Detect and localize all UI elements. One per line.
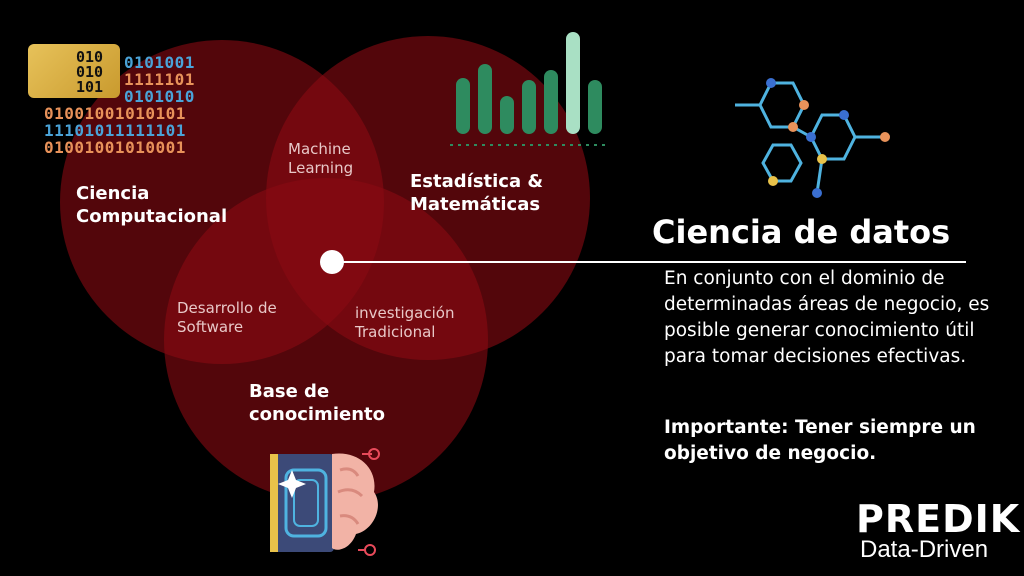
label-machine-learning: Machine Learning xyxy=(288,140,354,177)
page-title: Ciencia de datos xyxy=(652,213,951,251)
venn-circle-base-conocimiento xyxy=(164,178,488,502)
label-estadistica-matematicas: Estadística & Matemáticas xyxy=(410,171,544,215)
binary-row: 11101011111101 xyxy=(44,121,186,140)
binary-row: 0101010 xyxy=(124,87,195,106)
binary-row: 01001001010101 xyxy=(44,104,186,123)
molecule-network-icon xyxy=(735,78,890,198)
chip-icon xyxy=(28,44,120,98)
label-base-conocimiento: Base de conocimiento xyxy=(249,381,385,425)
binary-row: 0101001 xyxy=(124,53,195,72)
center-dot xyxy=(320,250,344,274)
logo-tagline: Data-Driven xyxy=(860,536,989,563)
label-investigacion-tradicional: investigación Tradicional xyxy=(355,304,455,341)
book-brain-icon xyxy=(270,448,380,556)
label-desarrollo-software: Desarrollo de Software xyxy=(177,299,277,336)
description-text: En conjunto con el dominio de determinad… xyxy=(664,268,990,367)
binary-row: 1111101 xyxy=(124,70,195,89)
bar-chart-icon xyxy=(450,32,605,146)
binary-row: 01001001010001 xyxy=(44,138,186,157)
logo-wordmark: PREDIK xyxy=(856,497,1021,541)
label-ciencia-computacional: Ciencia Computacional xyxy=(76,183,228,227)
important-note: Importante: Tener siempre un objetivo de… xyxy=(664,417,976,464)
chip-bits: 010 010 101 xyxy=(76,48,104,96)
